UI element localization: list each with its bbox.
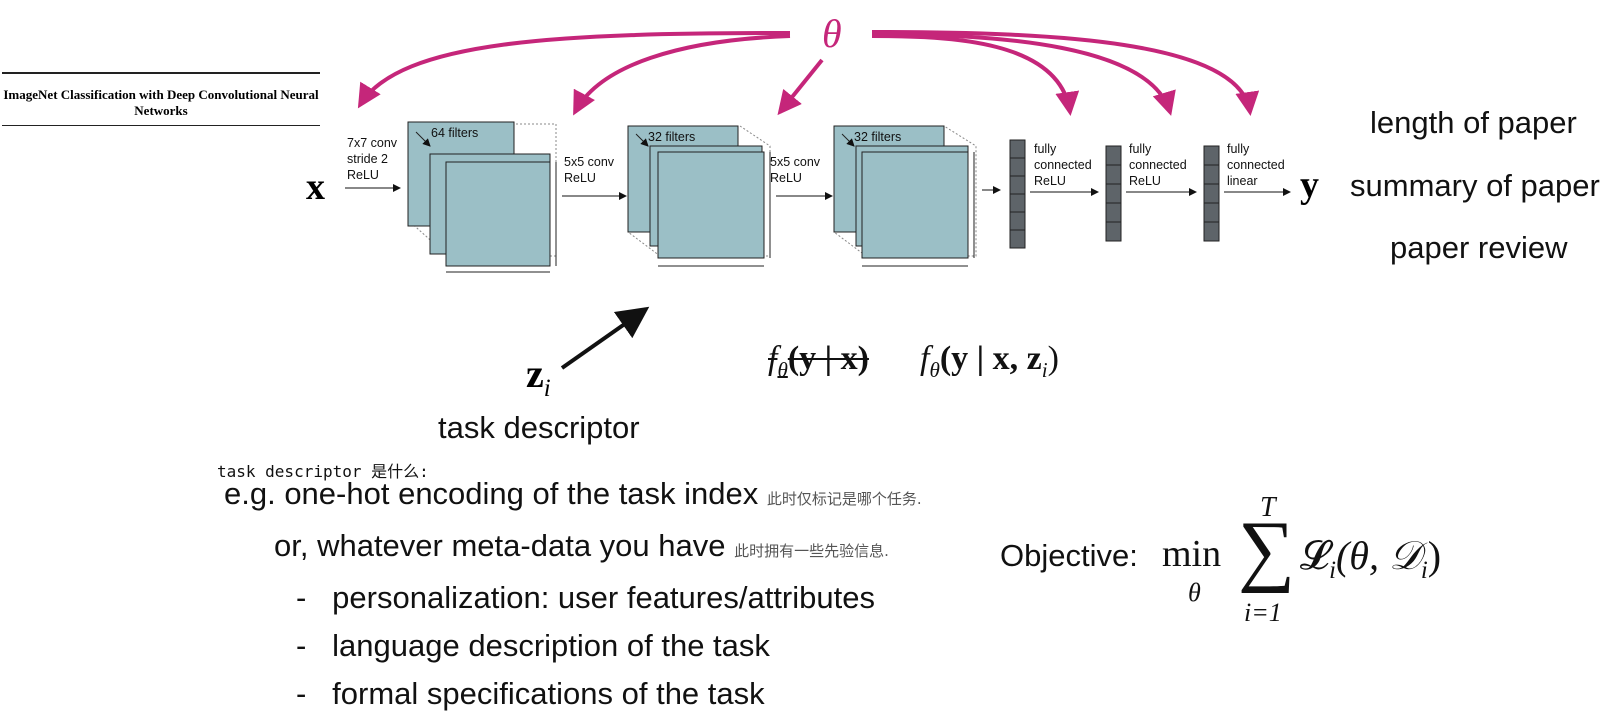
conv1-label: 7x7 conv stride 2 ReLU: [347, 136, 398, 182]
conv2-label: 5x5 conv ReLU: [564, 155, 615, 185]
output-paper-review: paper review: [1390, 230, 1568, 265]
task-descriptor-arrow: [560, 306, 650, 370]
fc-column-3: [1203, 145, 1220, 242]
conv3-label: 5x5 conv ReLU: [770, 155, 821, 185]
example-one-hot-note: 此时仅标记是哪个任务.: [766, 490, 922, 508]
conv-block-3: [833, 125, 977, 267]
parameter-arrows: [357, 30, 1260, 116]
objective-sum-upper: T: [1260, 492, 1276, 523]
objective-loss: 𝓛i(θ, 𝒟i): [1300, 533, 1442, 584]
theta-arrow-conv3: [777, 58, 824, 116]
objective-label: Objective:: [1000, 538, 1138, 573]
theta-arrow-conv2: [573, 34, 791, 116]
objective-min-subscript: θ: [1188, 578, 1201, 607]
fc-column-2: [1105, 145, 1122, 242]
objective-min: min: [1162, 533, 1222, 575]
theta-arrow-conv1: [357, 31, 791, 109]
formula-old: fθ(y | x): [768, 340, 869, 382]
theta-arrow-fc3: [871, 30, 1260, 116]
conv-block-1: [407, 121, 557, 273]
example-meta-data-note: 此时拥有一些先验信息.: [734, 542, 889, 560]
theta-symbol: θ: [822, 11, 842, 56]
theta-arrow-fc1: [871, 34, 1080, 116]
bullet-item-3: - formal specifications of the task: [296, 676, 765, 711]
z-subscript: i: [543, 375, 551, 402]
input-x-symbol: x: [306, 166, 325, 208]
conv2-filters-label: 32 filters: [648, 130, 696, 144]
theta-arrow-fc2: [871, 32, 1176, 116]
objective-sum-lower: i=1: [1244, 598, 1282, 627]
output-y-symbol: y: [1300, 164, 1319, 206]
output-length-of-paper: length of paper: [1370, 105, 1577, 140]
conv3-filters-label: 32 filters: [854, 130, 902, 144]
fc-column-1: [1009, 139, 1026, 249]
output-summary-of-paper: summary of paper: [1350, 168, 1600, 203]
question-heading: task descriptor 是什么:: [217, 462, 429, 481]
bullet-item-1: - personalization: user features/attribu…: [296, 580, 875, 615]
z-symbol: zi: [526, 351, 551, 402]
bullet-item-2: - language description of the task: [296, 628, 770, 663]
paper-title: ImageNet Classification with Deep Convol…: [2, 72, 320, 126]
task-descriptor-label: task descriptor: [438, 410, 640, 445]
formula-new: fθ(y | x, zi): [920, 340, 1059, 382]
fc2-label: fully connected ReLU: [1129, 142, 1187, 188]
fc1-label: fully connected ReLU: [1034, 142, 1092, 188]
example-one-hot: e.g. one-hot encoding of the task index …: [224, 476, 922, 511]
conv1-filters-label: 64 filters: [431, 126, 479, 140]
sum-symbol: ∑: [1238, 506, 1296, 594]
fc3-label: fully connected linear: [1227, 142, 1285, 188]
example-meta-data: or, whatever meta-data you have 此时拥有一些先验…: [274, 528, 889, 563]
conv-block-2: [627, 125, 771, 267]
